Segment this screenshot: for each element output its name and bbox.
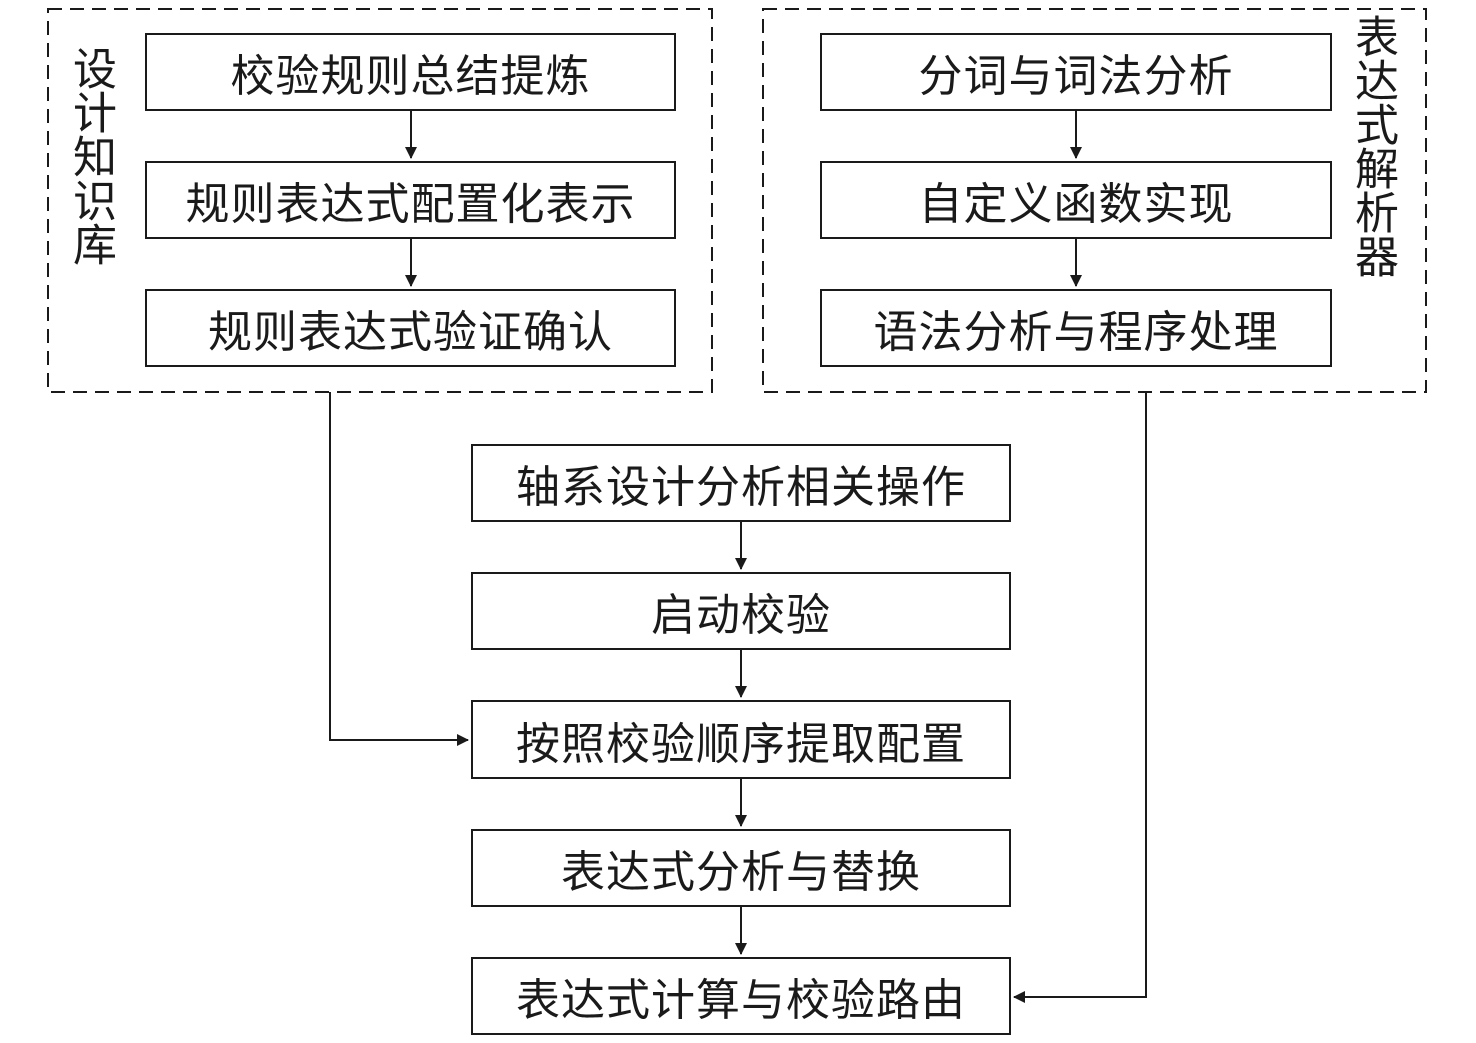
step-custom-functions: 自定义函数实现	[820, 161, 1332, 239]
step-configure-rule-expressions: 规则表达式配置化表示	[145, 161, 676, 239]
step-expression-compute-route: 表达式计算与校验路由	[471, 957, 1011, 1035]
expression-parser-label: 表达式解析器	[1347, 14, 1398, 278]
step-syntax-analysis-processing: 语法分析与程序处理	[820, 289, 1332, 367]
step-verify-rule-expressions: 规则表达式验证确认	[145, 289, 676, 367]
step-expression-analysis-replace: 表达式分析与替换	[471, 829, 1011, 907]
step-start-validation: 启动校验	[471, 572, 1011, 650]
step-extract-config-in-order: 按照校验顺序提取配置	[471, 700, 1011, 779]
design-knowledge-base-frame	[47, 8, 713, 393]
expression-parser-frame	[762, 8, 1427, 393]
step-shaft-design-operations: 轴系设计分析相关操作	[471, 444, 1011, 522]
connector-knowledge-base-to-extract-config	[329, 392, 469, 746]
step-tokenize-lexical-analysis: 分词与词法分析	[820, 33, 1332, 111]
step-summarize-rules: 校验规则总结提炼	[145, 33, 676, 111]
connector-parser-to-compute-route	[1013, 392, 1147, 1003]
design-knowledge-base-label: 设计知识库	[65, 46, 116, 266]
